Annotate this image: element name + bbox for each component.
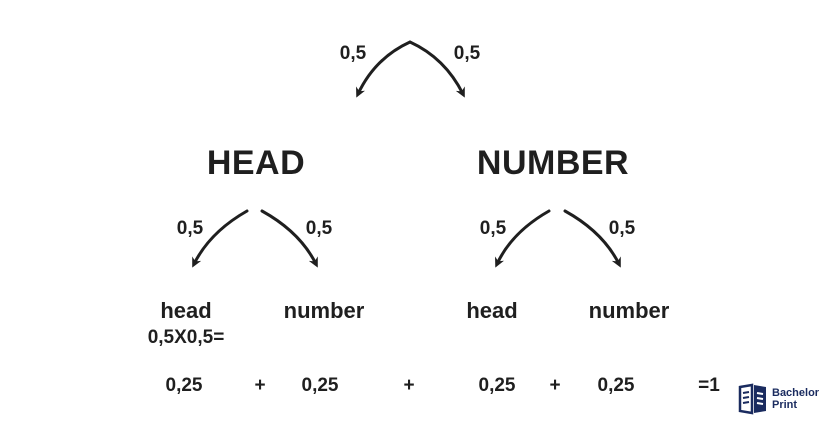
number-right-arrow <box>563 209 621 268</box>
root-right-probability: 0,5 <box>453 43 481 64</box>
branch-head-label: HEAD <box>206 144 306 182</box>
number-left-arrow <box>495 209 551 268</box>
sum-term-1: 0,25 <box>165 375 203 396</box>
sum-plus-2: + <box>403 375 415 396</box>
sum-plus-3: + <box>549 375 561 396</box>
sum-term-2: 0,25 <box>301 375 339 396</box>
number-left-probability: 0,5 <box>479 218 507 239</box>
leaf-head-head: head <box>160 298 212 323</box>
leaf-head-number: number <box>283 298 365 323</box>
number-right-probability: 0,5 <box>608 218 636 239</box>
bachelor-print-logo: Bachelor Print <box>738 383 819 417</box>
head-right-arrow <box>260 209 318 268</box>
book-logo-icon <box>738 383 766 415</box>
logo-line-1: Bachelor <box>772 387 820 399</box>
head-right-probability: 0,5 <box>305 218 333 239</box>
logo-line-2: Print <box>772 399 798 411</box>
product-formula: 0,5X0,5= <box>147 327 225 348</box>
root-left-probability: 0,5 <box>339 43 367 64</box>
root-right-arrow <box>408 40 465 98</box>
logo-wordmark: Bachelor Print <box>772 387 819 411</box>
leaf-number-number: number <box>588 298 670 323</box>
sum-plus-1: + <box>254 375 266 396</box>
root-left-arrow <box>356 40 412 98</box>
sum-term-3: 0,25 <box>478 375 516 396</box>
leaf-number-head: head <box>466 298 518 323</box>
sum-result: =1 <box>698 375 720 396</box>
head-left-probability: 0,5 <box>176 218 204 239</box>
sum-term-4: 0,25 <box>597 375 635 396</box>
branch-number-label: NUMBER <box>476 144 630 182</box>
head-left-arrow <box>192 209 249 268</box>
